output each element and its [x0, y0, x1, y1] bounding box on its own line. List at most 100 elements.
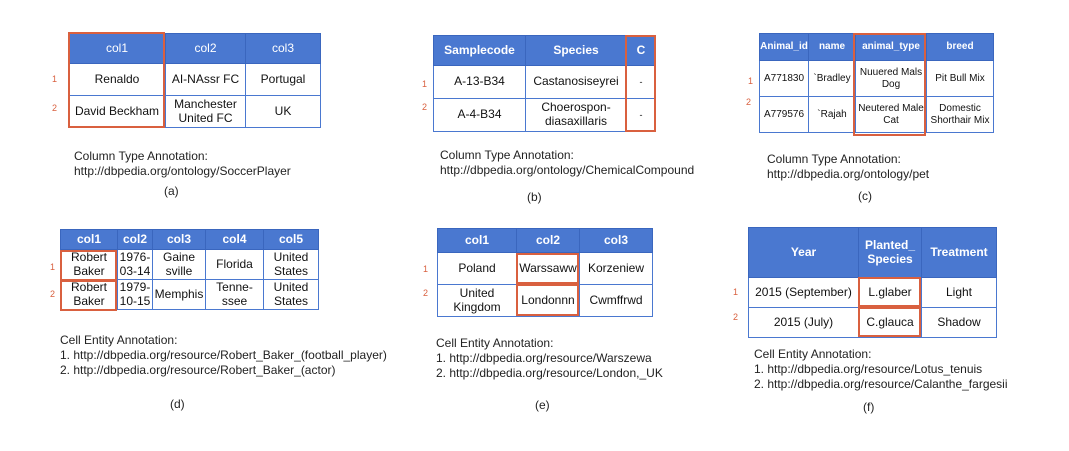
table-f: Year Planted_ Species Treatment 2015 (Se… — [748, 227, 997, 338]
caption: (c) — [858, 189, 872, 203]
table-cell: David Beckham — [68, 95, 166, 128]
annotation-title: Column Type Annotation: — [440, 148, 574, 162]
table-a: col1 col2 col3 Renaldo AI-NAssr FC Portu… — [68, 33, 321, 128]
table-cell: Gaine sville — [152, 249, 206, 280]
table-b: Samplecode Species C A-13-B34 Castanosis… — [433, 35, 656, 132]
table-cell: Tenne-ssee — [205, 279, 264, 310]
caption: (a) — [164, 184, 179, 198]
table-cell: Korzeniew — [579, 252, 653, 285]
table-e: col1 col2 col3 Poland Warssaww Korzeniew… — [437, 228, 653, 317]
row-number: 2 — [423, 288, 429, 298]
caption: (e) — [535, 398, 550, 412]
header-cell: breed — [926, 33, 994, 61]
row-number: 2 — [746, 97, 752, 107]
annotation-line: 1. http://dbpedia.org/resource/Lotus_ten… — [754, 362, 983, 376]
header-cell: Planted_ Species — [858, 227, 922, 278]
table-cell: Castanosiseyrei — [525, 65, 627, 99]
table-cell: Poland — [437, 252, 517, 285]
header-cell: Treatment — [921, 227, 997, 278]
table-cell: A-13-B34 — [433, 65, 526, 99]
table-cell: - — [626, 98, 656, 132]
table-cell: Memphis — [152, 279, 206, 310]
annotation-line: http://dbpedia.org/ontology/SoccerPlayer — [74, 164, 291, 178]
annotation-line: 1. http://dbpedia.org/resource/Warszewa — [436, 351, 652, 365]
table-cell: Robert Baker — [60, 249, 118, 280]
header-cell: C — [626, 35, 656, 66]
header-cell: animal_type — [855, 33, 927, 61]
header-cell: Samplecode — [433, 35, 526, 66]
table-cell: A-4-B34 — [433, 98, 526, 132]
annotation-line: http://dbpedia.org/ontology/ChemicalComp… — [440, 163, 695, 177]
row-number: 2 — [422, 102, 428, 112]
header-cell: col3 — [152, 229, 206, 250]
header-cell: col2 — [516, 228, 580, 253]
row-number: 1 — [748, 76, 754, 86]
row-number: 1 — [52, 74, 58, 84]
annotation-title: Cell Entity Annotation: — [754, 347, 872, 361]
header-cell: col3 — [579, 228, 653, 253]
table-d: col1 col2 col3 col4 col5 Robert Baker 19… — [60, 229, 319, 310]
table-cell: - — [626, 65, 656, 99]
table-c: Animal_id name animal_type breed A771830… — [759, 33, 994, 133]
table-cell: UK — [245, 95, 321, 128]
table-cell: 2015 (July) — [748, 307, 859, 338]
header-cell: name — [808, 33, 856, 61]
annotation-line: 2. http://dbpedia.org/resource/Calanthe_… — [754, 377, 1008, 391]
table-cell: Florida — [205, 249, 264, 280]
table-cell: C.glauca — [858, 307, 922, 338]
row-number: 1 — [733, 287, 739, 297]
annotation: Column Type Annotation: http://dbpedia.o… — [767, 152, 929, 182]
table-cell: Choerospon-diasaxillaris — [525, 98, 627, 132]
caption: (f) — [863, 400, 875, 414]
header-cell: col1 — [68, 33, 166, 64]
annotation: Cell Entity Annotation: 1. http://dbpedi… — [60, 333, 387, 378]
table-cell: Shadow — [921, 307, 997, 338]
table-cell: Robert Baker — [60, 279, 118, 310]
table-cell: L.glaber — [858, 277, 922, 308]
row-number: 2 — [733, 312, 739, 322]
annotation-line: 2. http://dbpedia.org/resource/London,_U… — [436, 366, 663, 380]
header-cell: col1 — [437, 228, 517, 253]
caption: (b) — [527, 190, 542, 204]
header-cell: col4 — [205, 229, 264, 250]
annotation-title: Column Type Annotation: — [767, 152, 901, 166]
table-cell: Renaldo — [68, 63, 166, 96]
row-number: 2 — [50, 289, 56, 299]
table-cell: 1976-03-14 — [117, 249, 153, 280]
table-cell: 1979-10-15 — [117, 279, 153, 310]
table-cell: Neutered Male Cat — [855, 96, 927, 133]
table-cell: Manchester United FC — [165, 95, 246, 128]
table-cell: A771830 — [759, 60, 809, 97]
annotation: Column Type Annotation: http://dbpedia.o… — [440, 148, 694, 178]
header-cell: col1 — [60, 229, 118, 250]
header-cell: Animal_id — [759, 33, 809, 61]
annotation-title: Cell Entity Annotation: — [60, 333, 178, 347]
annotation: Cell Entity Annotation: 1. http://dbpedi… — [436, 336, 663, 381]
table-cell: Pit Bull Mix — [926, 60, 994, 97]
caption: (d) — [170, 397, 185, 411]
header-cell: col5 — [263, 229, 319, 250]
table-cell: 2015 (September) — [748, 277, 859, 308]
header-cell: col2 — [165, 33, 246, 64]
annotation: Cell Entity Annotation: 1. http://dbpedi… — [754, 347, 1008, 392]
table-cell: United States — [263, 279, 319, 310]
header-cell: col3 — [245, 33, 321, 64]
annotation: Column Type Annotation: http://dbpedia.o… — [74, 149, 291, 179]
table-cell: Domestic Shorthair Mix — [926, 96, 994, 133]
table-cell: A779576 — [759, 96, 809, 133]
row-number: 1 — [50, 262, 56, 272]
header-cell: Year — [748, 227, 859, 278]
row-number: 1 — [422, 79, 428, 89]
table-cell: United Kingdom — [437, 284, 517, 317]
table-cell: AI-NAssr FC — [165, 63, 246, 96]
table-cell: Warssaww — [516, 252, 580, 285]
annotation-line: 2. http://dbpedia.org/resource/Robert_Ba… — [60, 363, 336, 377]
annotation-title: Cell Entity Annotation: — [436, 336, 554, 350]
table-cell: Portugal — [245, 63, 321, 96]
table-cell: `Rajah — [808, 96, 856, 133]
table-cell: United States — [263, 249, 319, 280]
annotation-title: Column Type Annotation: — [74, 149, 208, 163]
annotation-line: 1. http://dbpedia.org/resource/Robert_Ba… — [60, 348, 387, 362]
table-cell: `Bradley — [808, 60, 856, 97]
table-cell: Londonnn — [516, 284, 580, 317]
